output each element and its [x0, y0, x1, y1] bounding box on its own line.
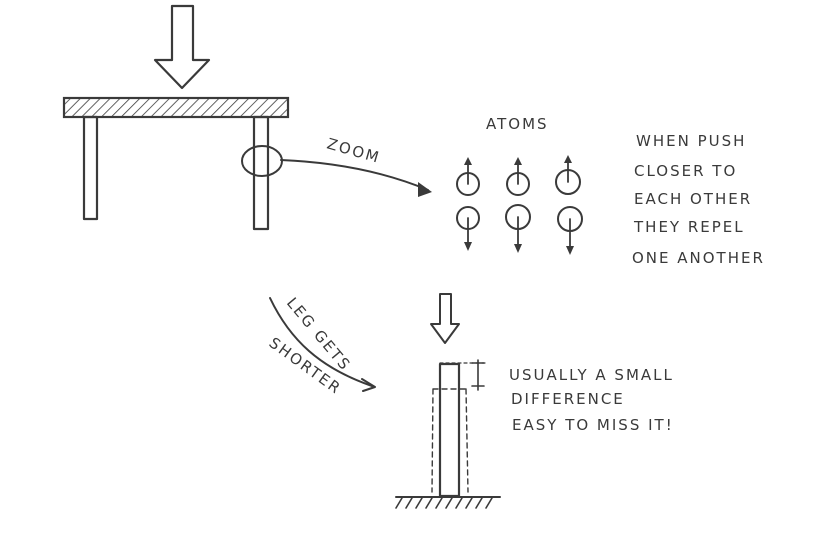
compressed-leg: [395, 359, 501, 509]
atoms-title: ATOMS: [486, 115, 549, 133]
difference-line-1: USUALLY A SMALL: [509, 366, 674, 384]
repel-note: WHEN PUSH CLOSER TO EACH OTHER THEY REPE…: [632, 132, 765, 267]
table: [62, 96, 290, 231]
atom-bottom-1: [456, 206, 480, 251]
downward-force-arrow-small: [430, 293, 460, 344]
atom-top-2: [506, 157, 530, 196]
zoom-arrow: [280, 159, 432, 197]
zoom-label: ZOOM: [325, 135, 383, 167]
atom-top-3: [555, 155, 581, 195]
repel-line-3: EACH OTHER: [634, 190, 752, 208]
repel-line-5: ONE ANOTHER: [632, 249, 765, 267]
repel-line-4: THEY REPEL: [633, 218, 745, 236]
downward-force-arrow-large: [153, 4, 211, 90]
difference-note: USUALLY A SMALL DIFFERENCE EASY TO MISS …: [509, 366, 674, 434]
difference-line-2: DIFFERENCE: [511, 390, 625, 408]
repel-line-2: CLOSER TO: [634, 162, 737, 180]
atom-top-1: [456, 157, 480, 196]
zoom-circle: [241, 145, 283, 177]
original-leg-outline: [431, 388, 469, 493]
table-leg-right: [252, 115, 270, 231]
atom-grid: [456, 155, 583, 255]
atom-bottom-2: [505, 204, 531, 253]
table-leg-left: [82, 115, 99, 221]
table-top: [62, 96, 290, 119]
leg-shorter-arrow: [269, 297, 376, 392]
leg: [438, 362, 461, 498]
repel-line-1: WHEN PUSH: [636, 132, 746, 150]
atom-bottom-3: [557, 206, 583, 255]
difference-line-3: EASY TO MISS IT!: [512, 416, 674, 434]
